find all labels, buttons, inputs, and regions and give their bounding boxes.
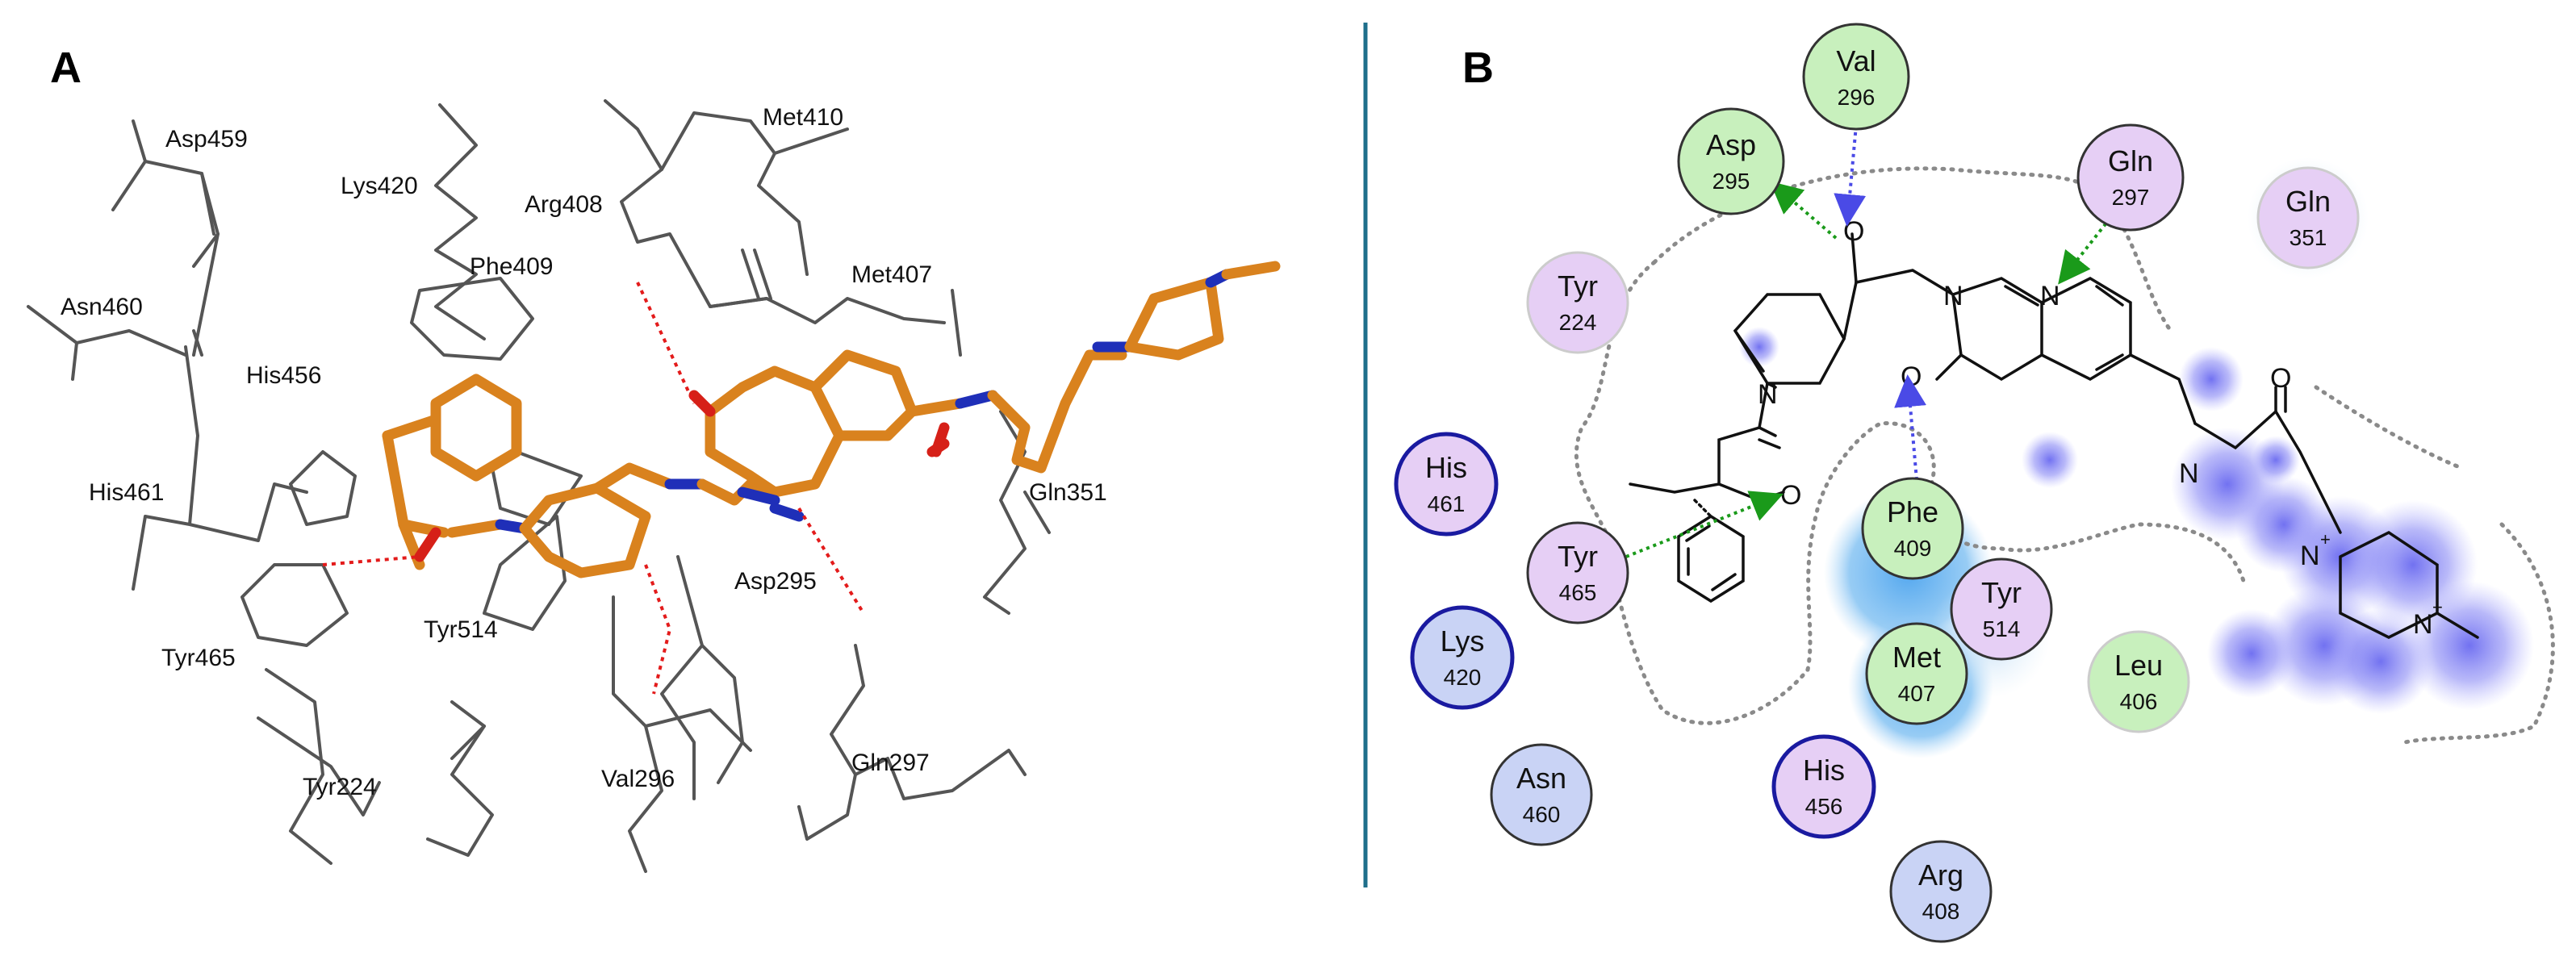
- residue-met407: Met 407: [1865, 622, 1968, 725]
- label-val296: Val296: [601, 766, 675, 792]
- label-tyr465: Tyr465: [161, 645, 236, 671]
- panel-a-letter: A: [50, 44, 82, 92]
- residue-his456-name: His: [1803, 754, 1845, 787]
- label-met410: Met410: [763, 104, 843, 131]
- residue-lys420-name: Lys: [1441, 624, 1485, 658]
- atom-n-piperazine2: N: [2413, 609, 2433, 640]
- residue-tyr514: Tyr 514: [1950, 557, 2053, 661]
- residue-tyr465: Tyr 465: [1526, 521, 1629, 624]
- residue-leu406-num: 406: [2120, 689, 2158, 714]
- ligand-sticks: [382, 261, 1281, 578]
- hbond-lines-3d: [322, 282, 865, 695]
- label-lys420: Lys420: [341, 173, 418, 199]
- residue-tyr224-name: Tyr: [1558, 269, 1598, 303]
- charge-piperazine2: +: [2432, 597, 2443, 617]
- residue-phe409-name: Phe: [1887, 495, 1938, 528]
- residue-val296: Val 296: [1802, 23, 1910, 131]
- residue-gln351-num: 351: [2290, 225, 2327, 250]
- residue-val296-name: Val: [1836, 44, 1876, 77]
- residue-tyr465-name: Tyr: [1558, 540, 1598, 573]
- interaction-arrows: [1625, 124, 2112, 558]
- charge-piperazine1: +: [2320, 529, 2331, 549]
- residue-met407-num: 407: [1898, 681, 1936, 706]
- panel-b-letter: B: [1462, 44, 1494, 92]
- label-tyr224: Tyr224: [303, 774, 377, 800]
- atom-o-carbonyl: O: [1901, 361, 1922, 392]
- label-his461: His461: [89, 479, 164, 506]
- exposure-glows: [1525, 157, 2534, 831]
- label-phe409: Phe409: [470, 253, 553, 280]
- residue-tyr514-num: 514: [1983, 616, 2021, 641]
- hbond-val296: [1834, 124, 1867, 227]
- residue-asp295: Asp 295: [1677, 107, 1785, 215]
- atom-o-ether: O: [1843, 216, 1864, 247]
- residue-leu406-name: Leu: [2114, 649, 2163, 682]
- residue-lys420: Lys 420: [1410, 605, 1515, 710]
- hbond-asp295: [1769, 181, 1838, 240]
- label-asp295: Asp295: [734, 568, 817, 595]
- residue-asp295-name: Asp: [1706, 128, 1756, 161]
- label-gln297: Gln297: [851, 750, 930, 776]
- residue-leu406: Leu 406: [2087, 630, 2190, 733]
- panel-a-3d-binding-pose: A: [27, 44, 1281, 873]
- residue-arg408: Arg 408: [1889, 840, 1993, 943]
- residue-gln351-name: Gln: [2285, 185, 2331, 218]
- label-tyr514: Tyr514: [424, 616, 498, 643]
- hbond-tyr465: [1625, 491, 1784, 558]
- residue-gln297-name: Gln: [2108, 144, 2153, 177]
- label-his456: His456: [246, 362, 321, 389]
- residue-phe409-num: 409: [1894, 536, 1932, 561]
- protein-wireframe: [27, 99, 1051, 873]
- atom-o-amide: O: [2270, 363, 2291, 394]
- residue-arg408-name: Arg: [1918, 858, 1963, 892]
- residue-his456: His 456: [1771, 734, 1876, 839]
- residue-gln351: Gln 351: [2256, 166, 2360, 269]
- atom-n-amide: N: [2179, 458, 2199, 489]
- hbond-gln297: [2058, 216, 2112, 285]
- label-met407: Met407: [851, 261, 932, 288]
- residue-asn460: Asn 460: [1490, 743, 1593, 846]
- residue-asn460-num: 460: [1523, 802, 1561, 827]
- residue-lys420-num: 420: [1444, 665, 1482, 690]
- residue-asn460-name: Asn: [1516, 762, 1566, 795]
- label-asn460: Asn460: [61, 294, 143, 320]
- residue-phe409: Phe 409: [1861, 477, 1964, 580]
- residue-tyr224: Tyr 224: [1526, 251, 1629, 354]
- residue-his461-name: His: [1425, 451, 1467, 484]
- atom-o-acyl: O: [1780, 480, 1801, 511]
- label-asp459: Asp459: [165, 126, 248, 152]
- residue-val296-num: 296: [1838, 85, 1876, 110]
- residue-his461-num: 461: [1428, 491, 1466, 516]
- panel-a-residue-labels: Asp459 Lys420 Met410 Arg408 Asn460 Phe40…: [61, 104, 1107, 800]
- residue-arg408-num: 408: [1922, 899, 1960, 924]
- atom-n-quin1: N: [1943, 281, 1963, 311]
- residue-met407-name: Met: [1892, 641, 1941, 674]
- residue-discs: Val 296 Asp 295 Gln 297 Gln 351 Tyr: [1394, 23, 2360, 943]
- residue-tyr224-num: 224: [1559, 310, 1597, 335]
- residue-gln297: Gln 297: [2076, 123, 2185, 232]
- panel-b-2d-interaction-map: B: [1394, 23, 2555, 943]
- residue-tyr465-num: 465: [1559, 580, 1597, 605]
- label-arg408: Arg408: [525, 191, 603, 218]
- hbond-phe409: [1894, 374, 1927, 481]
- residue-asp295-num: 295: [1712, 169, 1750, 194]
- atom-n-piperazine1: N: [2300, 541, 2320, 571]
- atom-n-quin2: N: [2040, 281, 2060, 311]
- atom-n-piperidine: N: [1758, 379, 1778, 410]
- residue-tyr514-name: Tyr: [1981, 576, 2022, 609]
- residue-gln297-num: 297: [2112, 185, 2150, 210]
- label-gln351: Gln351: [1029, 479, 1107, 506]
- residue-his461: His 461: [1394, 432, 1499, 537]
- residue-his456-num: 456: [1805, 794, 1843, 819]
- ligand-2d-structure: O N N O N O N O N + N +: [1629, 216, 2479, 640]
